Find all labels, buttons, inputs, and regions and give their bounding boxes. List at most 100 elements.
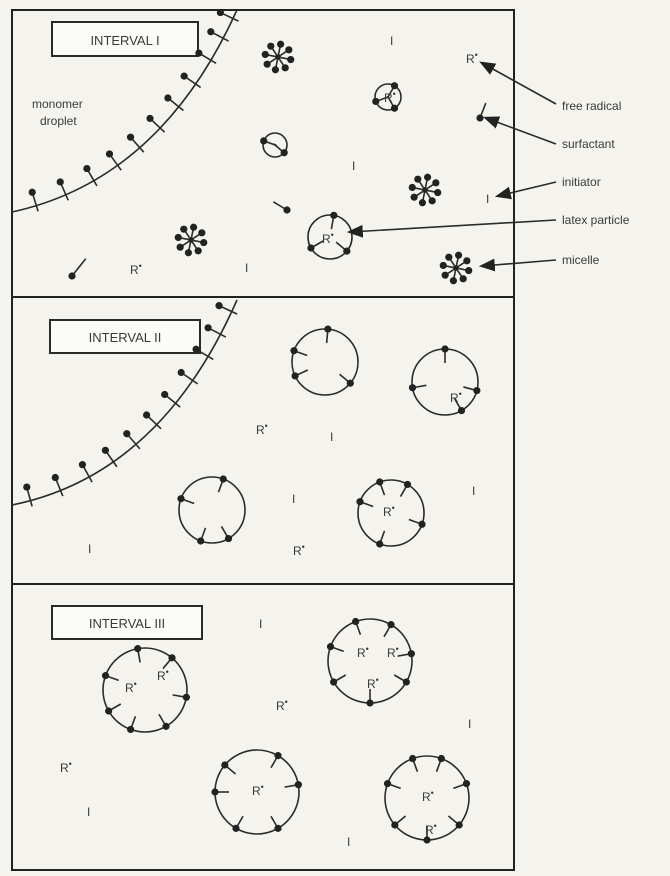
droplet-surfactant-head	[83, 164, 91, 173]
free-radical-symbol: R•	[252, 782, 264, 798]
surfactant-head	[134, 645, 142, 653]
legend-micelle: micelle	[562, 253, 600, 267]
surfactant-head	[285, 46, 293, 54]
droplet-surfactant-head	[195, 49, 203, 57]
initiator-symbol: I	[87, 805, 90, 819]
surfactant-head	[267, 42, 275, 50]
surfactant-head	[391, 821, 399, 829]
surfactant-head	[454, 251, 463, 259]
arrow-free-radical	[479, 61, 557, 105]
micelle	[261, 40, 295, 74]
surfactant-head	[390, 82, 399, 90]
droplet-surfactant-head	[78, 461, 87, 469]
surfactant-head	[455, 821, 463, 829]
droplet-surfactant-head	[207, 28, 215, 36]
surfactant-head	[176, 243, 184, 251]
droplet-surfactant-head	[101, 446, 109, 454]
initiator-symbol: I	[292, 492, 295, 506]
arrow-surfactant	[483, 116, 557, 145]
droplet-surfactant-head	[161, 390, 169, 399]
surfactant-head	[271, 66, 280, 74]
surfactant-head	[410, 193, 418, 201]
droplet-surfactant-head	[216, 8, 224, 17]
droplet-surfactant-head	[215, 302, 223, 310]
droplet-surfactant-head	[28, 188, 36, 196]
surfactant-head	[276, 40, 285, 48]
legend-initiator: initiator	[562, 175, 601, 189]
surfactant-head	[423, 173, 432, 181]
surfactant-head	[224, 534, 233, 543]
surfactant-tail	[71, 258, 87, 277]
interval-3-label: INTERVAL III	[89, 616, 165, 631]
micelle-core	[275, 54, 281, 60]
surfactant-head	[330, 211, 338, 219]
arrow-micelle	[478, 258, 557, 272]
surfactant-head	[402, 678, 410, 686]
surfactant-head	[105, 707, 113, 715]
surfactant-head	[101, 672, 110, 680]
surfactant-head	[290, 347, 298, 355]
surfactant-head	[403, 480, 412, 489]
free-radical-symbol: R•	[276, 697, 288, 713]
legend-latex-particle: latex particle	[562, 213, 630, 227]
latex-particle-outline	[357, 479, 425, 547]
latex-particle	[326, 617, 415, 707]
surfactant-head	[200, 238, 208, 247]
latex-particle	[290, 325, 359, 396]
latex-particle	[383, 754, 471, 844]
surfactant-head	[198, 229, 206, 237]
surfactant-head	[418, 520, 426, 528]
latex-particle	[211, 749, 302, 835]
arrow-initiator	[494, 181, 557, 200]
initiator-symbol: I	[472, 484, 475, 498]
free-radical-symbol: R•	[450, 389, 462, 405]
latex-particle-outline	[102, 647, 188, 733]
surfactant-head	[184, 249, 193, 257]
surfactant-head	[343, 247, 351, 255]
surfactant-head	[434, 188, 442, 197]
surfactant-head	[376, 478, 384, 486]
surfactant-head	[307, 244, 315, 252]
initiator-symbol: I	[259, 617, 262, 631]
surfactant-head	[263, 60, 271, 68]
droplet-surfactant-head	[123, 430, 131, 438]
micelle-core	[453, 265, 459, 271]
droplet-surfactant-head	[56, 178, 64, 186]
surfactant-head	[261, 50, 269, 59]
free-radical-symbol: R•	[357, 644, 369, 660]
surfactant-head	[162, 722, 170, 730]
droplet-surfactant-head	[23, 483, 31, 491]
interval-2-label: INTERVAL II	[89, 330, 162, 345]
monomer-droplet-arc-2	[11, 299, 238, 506]
surfactant-head	[326, 643, 335, 651]
free-radical-symbol: R•	[157, 667, 169, 683]
surfactant-head	[414, 175, 422, 183]
micelle	[408, 173, 442, 207]
initiator-symbol: I	[486, 192, 489, 206]
surfactant-head	[127, 725, 135, 734]
free-radical-symbol: R•	[383, 503, 395, 519]
surfactant-head	[408, 183, 416, 192]
free-radical-symbol: R•	[130, 261, 142, 277]
surfactant-head	[294, 781, 302, 789]
surfactant-head	[182, 693, 190, 701]
panel-interval-3	[11, 583, 515, 871]
initiator-symbol: I	[88, 542, 91, 556]
initiator-symbol: I	[245, 261, 248, 275]
droplet-label-line1: monomer	[32, 97, 83, 111]
free-radical-symbol: R•	[293, 542, 305, 558]
surfactant-head	[387, 621, 395, 629]
surfactant-head	[324, 325, 332, 333]
surfactant-head	[409, 754, 417, 763]
latex-particle	[307, 211, 353, 260]
droplet-surfactant-head	[51, 473, 59, 482]
surfactant-head	[274, 824, 282, 832]
surfactant-head	[418, 199, 427, 207]
surfactant-head	[189, 223, 198, 231]
surfactant-head	[476, 114, 484, 122]
surfactant-head	[219, 475, 227, 483]
initiator-symbol: I	[352, 159, 355, 173]
surfactant-head	[194, 247, 202, 255]
micelle	[174, 223, 208, 257]
surfactant-head	[439, 261, 447, 270]
